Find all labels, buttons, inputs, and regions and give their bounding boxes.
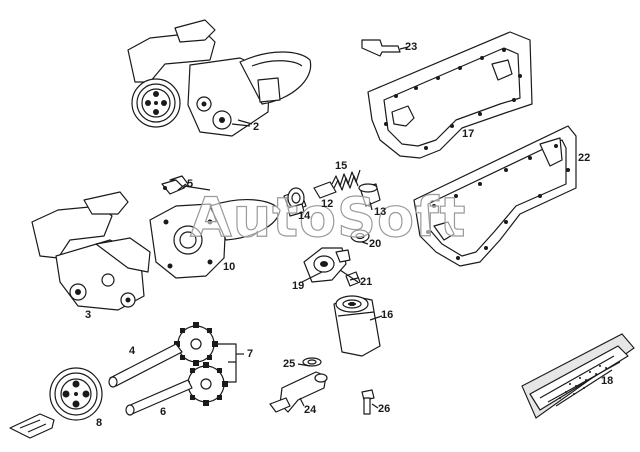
- part-gear-lower: [184, 362, 228, 406]
- callout-6: 6: [160, 406, 167, 418]
- callout-15: 15: [335, 160, 348, 172]
- part-cap-13: [358, 183, 381, 207]
- part-gear-upper: [174, 322, 218, 366]
- callout-21: 21: [360, 276, 373, 288]
- part-filter-adapter-19: [303, 247, 351, 283]
- callout-18: 18: [601, 375, 614, 387]
- callout-26: 26: [378, 403, 391, 415]
- callout-17: 17: [462, 128, 475, 140]
- part-washer-20: [350, 229, 370, 243]
- part-bracket-23: [361, 39, 409, 57]
- callout-8: 8: [96, 417, 103, 429]
- callout-3: 3: [85, 309, 92, 321]
- part-filter-element-18: [521, 333, 635, 419]
- callout-4: 4: [129, 345, 136, 357]
- callout-22: 22: [578, 152, 591, 164]
- callout-20: 20: [369, 238, 382, 250]
- part-pipe-24: [269, 371, 328, 413]
- callout-23: 23: [405, 41, 418, 53]
- part-pump-body-3: [31, 191, 151, 311]
- callout-10: 10: [223, 261, 236, 273]
- part-piston-12: [313, 181, 337, 199]
- callout-25: 25: [283, 358, 296, 370]
- part-spring-15: [331, 169, 361, 191]
- callout-13: 13: [374, 206, 387, 218]
- callout-2: 2: [253, 121, 260, 133]
- callout-7: 7: [247, 348, 254, 360]
- part-pump-cover-10: [149, 199, 281, 279]
- callout-16: 16: [381, 309, 394, 321]
- callout-12: 12: [321, 198, 334, 210]
- part-clip-25: [302, 357, 322, 367]
- part-oil-pump-assembly: [127, 19, 312, 137]
- part-oil-filter-16: [333, 295, 381, 357]
- callout-14: 14: [298, 210, 311, 222]
- part-sprocket-8: [49, 367, 103, 421]
- leader-lines: [177, 123, 383, 409]
- part-shaft-6: [125, 379, 193, 416]
- part-plug-5: [161, 175, 211, 195]
- callout-5: 5: [187, 178, 194, 190]
- part-bolt-26: [361, 389, 375, 415]
- part-shaft-4: [108, 343, 183, 388]
- part-gasket-22: [413, 125, 577, 267]
- callout-24: 24: [304, 404, 317, 416]
- callout-19: 19: [292, 280, 305, 292]
- part-gasket-17: [367, 31, 533, 159]
- front-direction-arrow: [9, 413, 55, 439]
- part-fitting-14: [283, 187, 307, 217]
